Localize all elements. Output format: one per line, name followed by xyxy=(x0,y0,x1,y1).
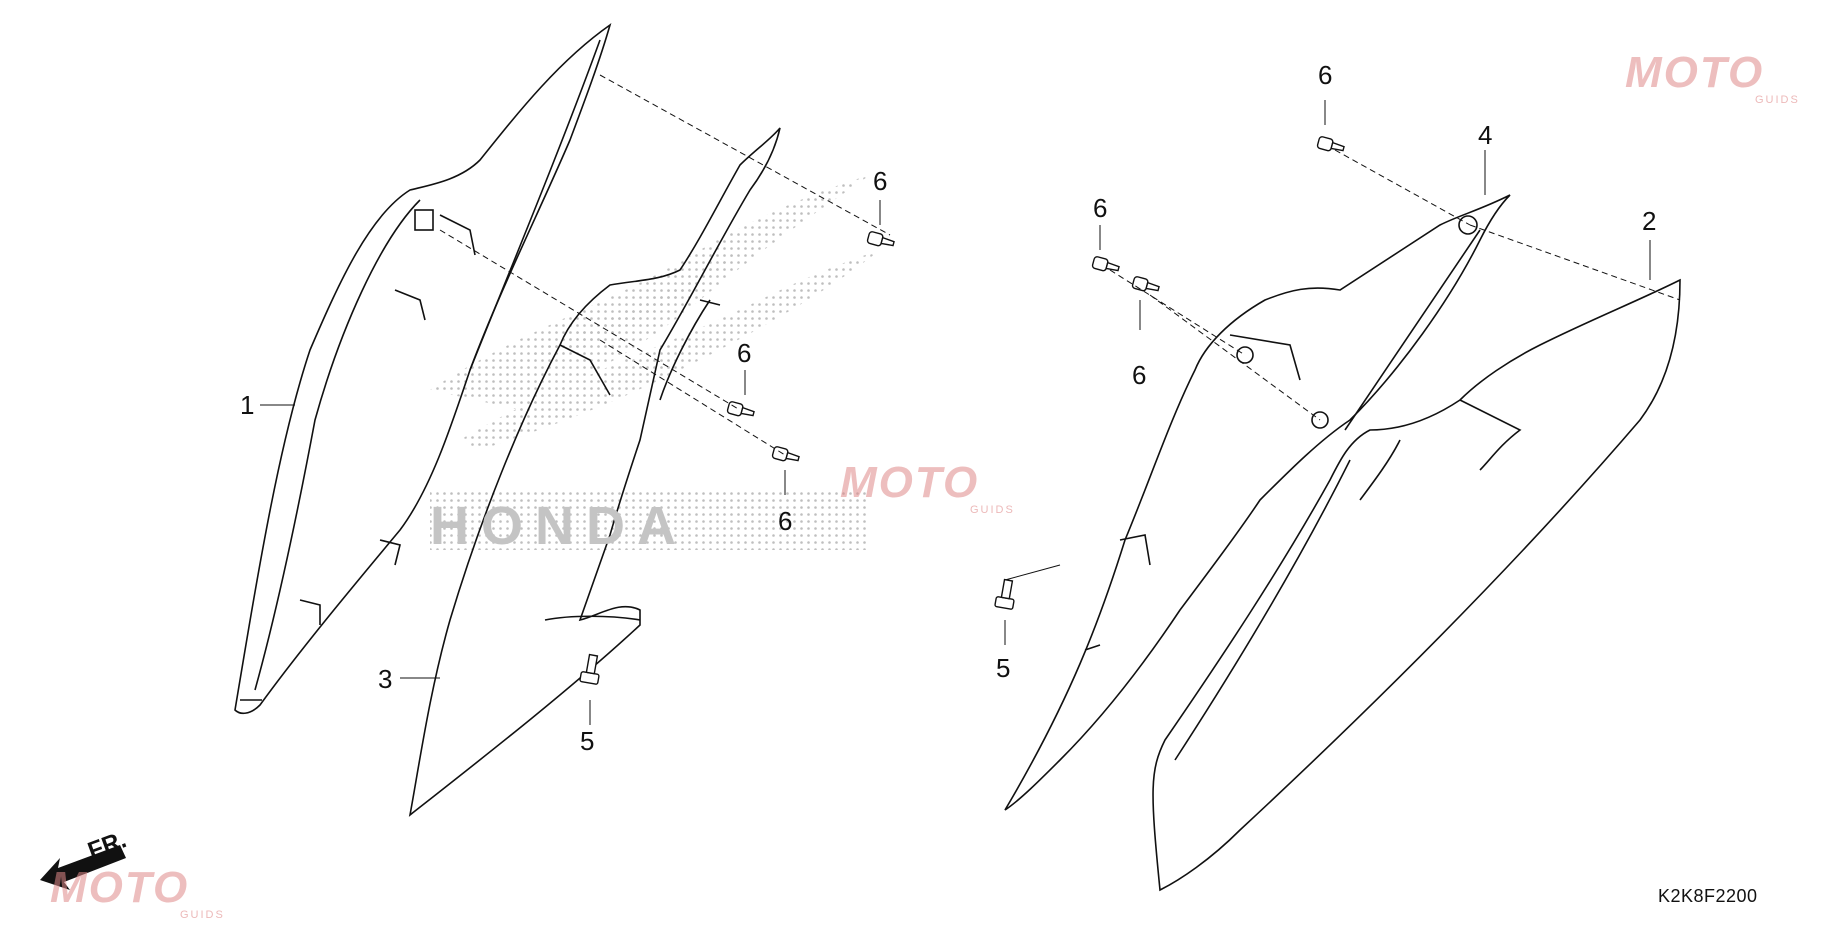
watermark-top-right: MOTO GUIDS xyxy=(1605,30,1832,110)
leader-lines xyxy=(260,74,1681,725)
callout-6-mid-left: 6 xyxy=(737,338,752,368)
watermark-sub: GUIDS xyxy=(1755,94,1800,106)
screw-6-top-left xyxy=(866,231,895,247)
honda-wing-logo xyxy=(430,175,880,550)
callout-5-right: 5 xyxy=(996,653,1011,683)
watermark-brand: MOTO xyxy=(1625,48,1765,97)
screw-6-mid-right xyxy=(1091,256,1120,272)
callout-6-top-left: 6 xyxy=(873,166,888,196)
part-3-side-panel xyxy=(408,127,781,817)
callout-6-mid-right: 6 xyxy=(1093,193,1108,223)
watermark-brand: MOTO xyxy=(840,458,980,507)
watermark-brand: MOTO xyxy=(50,863,190,912)
watermark-bottom-left: MOTO GUIDS xyxy=(30,845,260,925)
diagram-code: K2K8F2200 xyxy=(1658,886,1758,906)
fasteners xyxy=(579,136,1345,685)
callout-4: 4 xyxy=(1478,120,1493,150)
screw-6-mid-left xyxy=(726,401,755,417)
callout-2: 2 xyxy=(1642,206,1657,236)
screw-6-low-left xyxy=(771,446,800,462)
watermark-center: MOTO GUIDS xyxy=(820,440,1050,520)
screw-6-low-right xyxy=(1131,276,1160,292)
front-direction-arrow xyxy=(40,845,126,890)
callout-3: 3 xyxy=(378,664,393,694)
watermark-sub: GUIDS xyxy=(180,909,225,921)
callout-5-left: 5 xyxy=(580,726,595,756)
callout-6-low-right: 6 xyxy=(1132,360,1147,390)
honda-logo-text: HONDA xyxy=(430,496,688,556)
bolt-5-right xyxy=(994,578,1015,610)
part-4-inner-bracket xyxy=(1004,194,1511,811)
callout-6-low-left: 6 xyxy=(778,506,793,536)
callout-6-top-right: 6 xyxy=(1318,60,1333,90)
part-2-outer-cover xyxy=(1152,278,1681,892)
bolt-5-left xyxy=(579,653,600,685)
screw-6-top-right xyxy=(1316,136,1345,152)
callout-1: 1 xyxy=(240,390,255,420)
part-1-inner-cover xyxy=(234,23,612,715)
watermark-sub: GUIDS xyxy=(970,504,1015,516)
